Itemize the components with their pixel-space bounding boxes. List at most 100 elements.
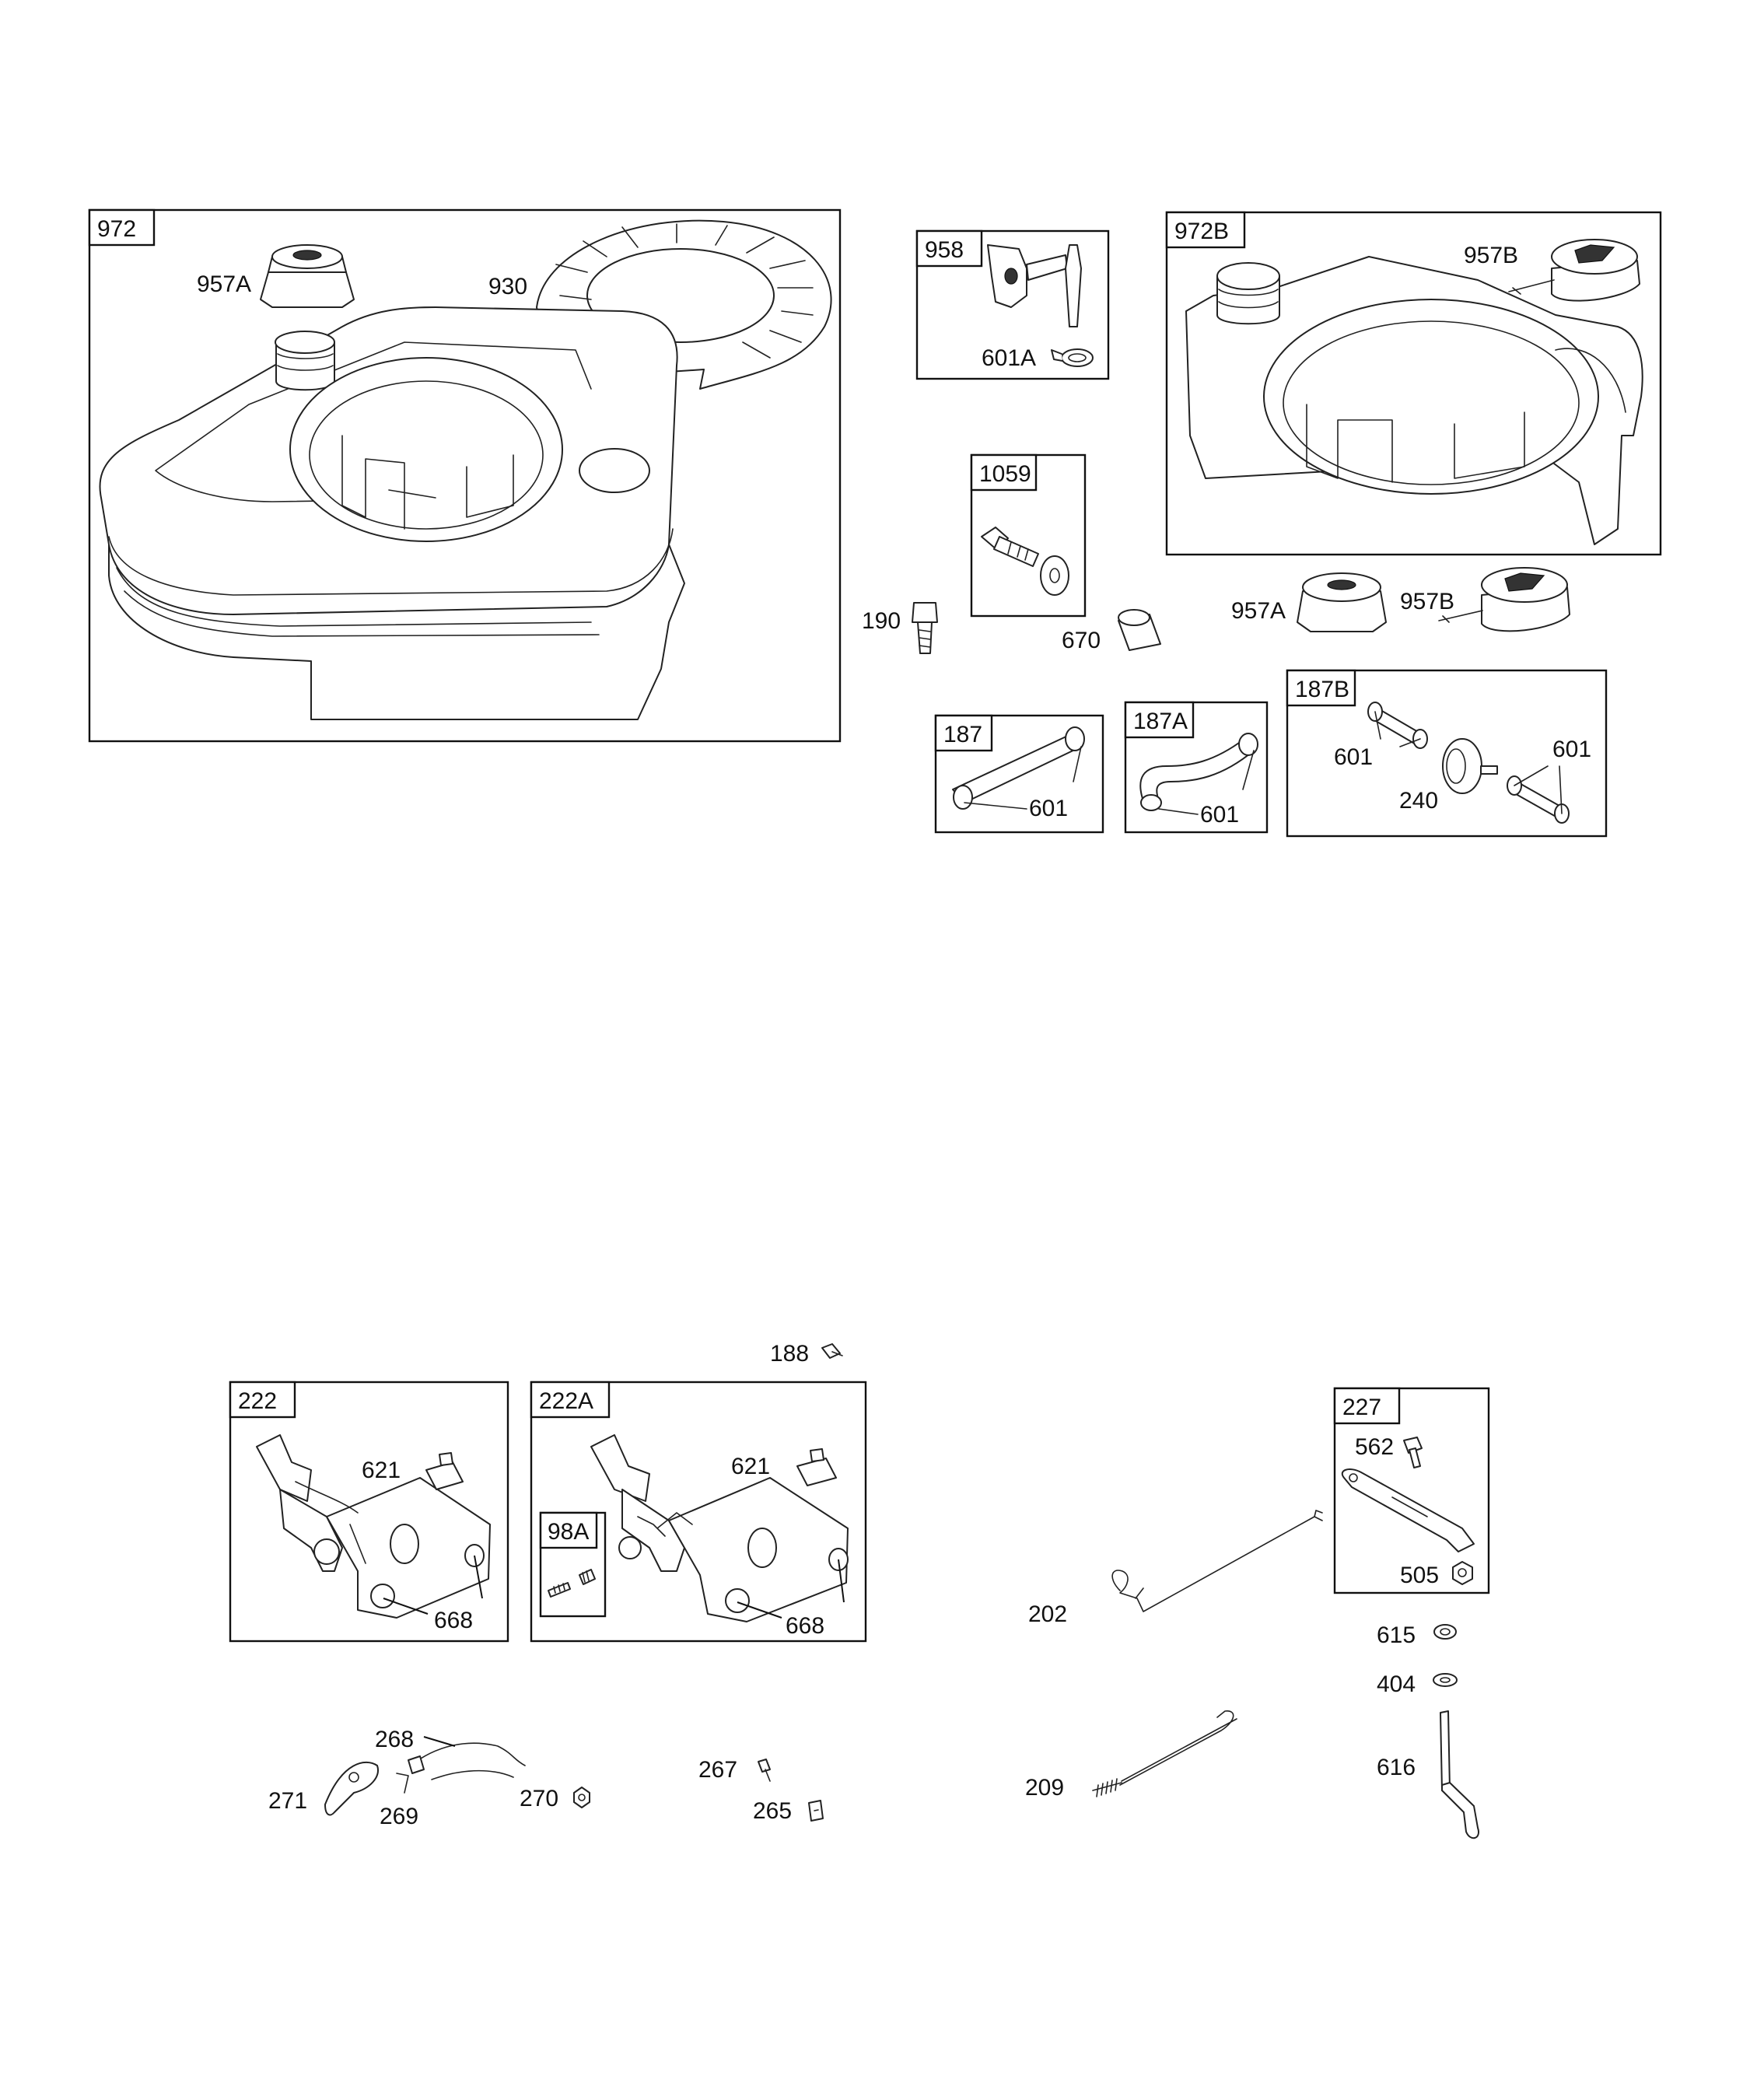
callout-188: 188 xyxy=(770,1341,809,1367)
frame-187b xyxy=(1286,669,1608,838)
tag-972 xyxy=(88,208,156,247)
tag-227 xyxy=(1333,1387,1401,1425)
callout-202: 202 xyxy=(1028,1601,1067,1627)
group-187a: 187A 601 xyxy=(1124,701,1269,834)
callout-601a: 601A xyxy=(982,345,1036,371)
screw-267-drawing xyxy=(758,1759,771,1782)
fuel-line-187-drawing xyxy=(952,726,1085,810)
tag-972-label: 972 xyxy=(97,216,136,242)
tag-187-label: 187 xyxy=(943,722,982,747)
choke-cable-268-drawing xyxy=(408,1742,526,1780)
callout-668-222a: 668 xyxy=(786,1613,824,1639)
group-222a: 222A 621 668 98A xyxy=(530,1381,867,1643)
fuel-cap-957b-drawing-1 xyxy=(1508,239,1640,302)
governor-shaft-616-drawing xyxy=(1440,1710,1479,1839)
group-1059: 1059 xyxy=(970,453,1087,618)
fuel-tank-drawing xyxy=(99,306,685,720)
throttle-lever-drawing xyxy=(1341,1468,1475,1552)
shutoff-valve-drawing xyxy=(987,244,1082,327)
callout-268: 268 xyxy=(375,1727,414,1752)
callout-957a: 957A xyxy=(197,271,251,297)
callout-601-187: 601 xyxy=(1029,796,1068,821)
tag-187b-label: 187B xyxy=(1295,677,1349,702)
nut-615-drawing xyxy=(1433,1624,1457,1640)
callout-957b-2: 957B xyxy=(1400,589,1454,614)
tag-98a-label: 98A xyxy=(548,1519,589,1545)
group-227: 227 562 505 xyxy=(1333,1387,1490,1594)
tag-1059 xyxy=(970,453,1038,492)
callout-615: 615 xyxy=(1377,1622,1416,1648)
washer-404-drawing xyxy=(1433,1673,1458,1687)
group-187: 187 601 xyxy=(934,714,1104,834)
frame-227 xyxy=(1333,1387,1490,1594)
frame-972b xyxy=(1165,211,1662,556)
callout-190: 190 xyxy=(862,608,901,634)
tag-187 xyxy=(934,714,993,752)
tag-222 xyxy=(229,1381,296,1419)
tag-98a xyxy=(539,1511,598,1549)
clip-265-drawing xyxy=(808,1800,824,1822)
group-187b: 187B 601 601 240 xyxy=(1286,669,1608,838)
callout-562: 562 xyxy=(1355,1434,1394,1460)
tag-187b xyxy=(1286,669,1356,707)
tag-972b xyxy=(1165,211,1246,249)
screw-562-drawing xyxy=(1403,1437,1423,1468)
clip-621-drawing-a xyxy=(425,1452,464,1490)
callout-267: 267 xyxy=(698,1757,737,1783)
governor-spring-209-drawing xyxy=(1092,1710,1237,1797)
cable-clip-269-drawing xyxy=(396,1773,409,1794)
group-972: 972 957A 930 xyxy=(88,208,842,743)
tag-1059-label: 1059 xyxy=(979,461,1031,487)
nut-270-drawing xyxy=(573,1787,590,1808)
governor-link-202-drawing xyxy=(1111,1510,1323,1612)
tag-222a-label: 222A xyxy=(539,1388,593,1414)
callout-270: 270 xyxy=(520,1786,558,1811)
nut-505-drawing xyxy=(1452,1561,1473,1585)
fuel-tank-972b-drawing xyxy=(1185,256,1643,545)
tag-222-label: 222 xyxy=(238,1388,277,1414)
screw-188-drawing xyxy=(821,1343,843,1359)
callout-670: 670 xyxy=(1062,628,1101,653)
frame-958 xyxy=(915,229,1110,380)
tag-187a xyxy=(1124,701,1195,739)
callout-957b-top: 957B xyxy=(1464,243,1518,268)
fuel-cap-957b-drawing-2 xyxy=(1438,567,1570,632)
callout-269: 269 xyxy=(380,1804,418,1829)
group-222: 222 621 668 xyxy=(229,1381,509,1643)
group-972b: 972B 957B xyxy=(1165,211,1662,556)
callout-271: 271 xyxy=(268,1788,307,1814)
tag-958-label: 958 xyxy=(925,237,964,263)
tag-958 xyxy=(915,229,983,268)
fuel-line-187a-drawing xyxy=(1139,733,1258,815)
callout-616: 616 xyxy=(1377,1755,1416,1780)
frame-222a xyxy=(530,1381,867,1643)
callout-668-222: 668 xyxy=(434,1608,473,1633)
tag-227-label: 227 xyxy=(1342,1395,1381,1420)
callout-240: 240 xyxy=(1399,788,1438,814)
callout-505: 505 xyxy=(1400,1563,1439,1588)
frame-222 xyxy=(229,1381,509,1643)
frame-187a xyxy=(1124,701,1269,834)
callout-404: 404 xyxy=(1377,1671,1416,1697)
frame-972 xyxy=(88,208,842,743)
callout-621-222a: 621 xyxy=(731,1454,770,1479)
screw-spring-98a-drawing xyxy=(548,1569,596,1598)
callout-621-222: 621 xyxy=(362,1458,401,1483)
control-bracket-222a-drawing xyxy=(590,1434,849,1622)
choke-lever-271-drawing xyxy=(324,1761,379,1816)
callout-265: 265 xyxy=(753,1798,792,1824)
callout-209: 209 xyxy=(1025,1775,1064,1801)
group-958: 958 601A xyxy=(915,229,1110,380)
tag-972b-label: 972B xyxy=(1174,219,1229,244)
clip-621-drawing-b xyxy=(796,1448,837,1486)
hose-clamp-601a-drawing xyxy=(1051,348,1094,367)
fuel-filter-assembly-drawing xyxy=(1367,702,1570,824)
callout-601-187a: 601 xyxy=(1200,802,1239,828)
callout-601-187b-right: 601 xyxy=(1552,737,1591,762)
tag-187a-label: 187A xyxy=(1133,709,1188,734)
spacer-670-drawing xyxy=(1118,609,1161,651)
frame-187 xyxy=(934,714,1104,834)
callout-930: 930 xyxy=(488,274,527,299)
bolt-190-drawing xyxy=(912,602,938,654)
